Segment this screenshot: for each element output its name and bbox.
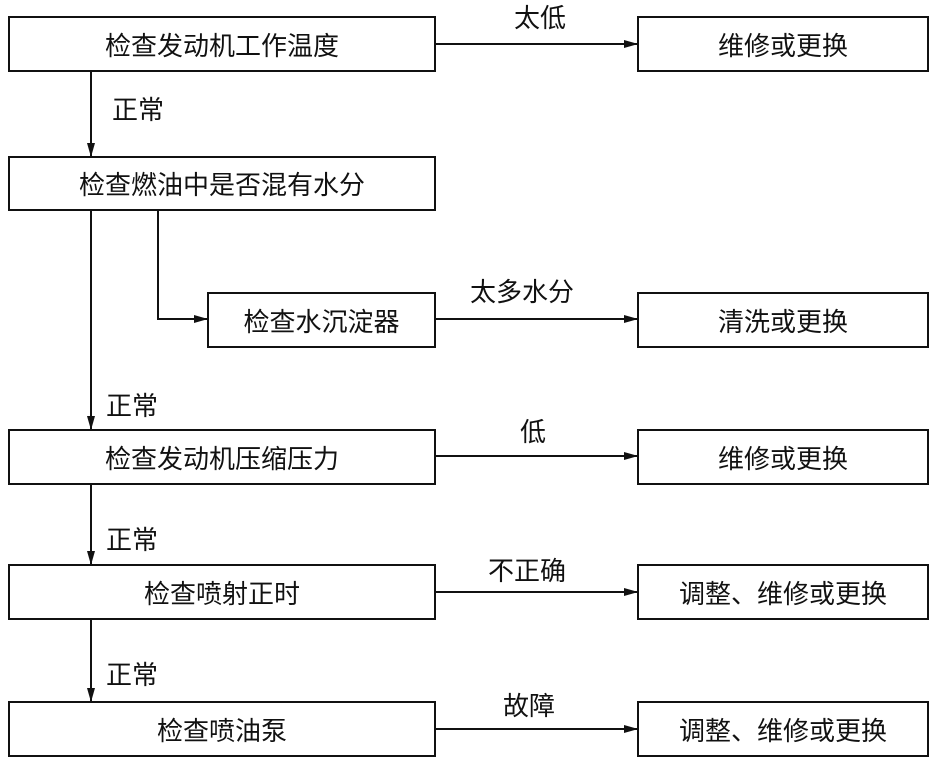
action-repair-replace-2: 维修或更换 [637, 429, 929, 485]
action-repair-replace-1: 维修或更换 [637, 16, 929, 72]
step-engine-temperature: 检查发动机工作温度 [8, 16, 436, 72]
step-compression-pressure: 检查发动机压缩压力 [8, 429, 436, 485]
step-label: 检查喷油泵 [156, 716, 287, 747]
action-label: 清洗或更换 [717, 307, 848, 338]
step-label: 检查发动机工作温度 [104, 31, 339, 62]
action-adjust-repair-replace-1: 调整、维修或更换 [637, 564, 929, 620]
step-injection-timing: 检查喷射正时 [8, 564, 436, 620]
step-fuel-water: 检查燃油中是否混有水分 [8, 156, 436, 211]
step-injection-pump: 检查喷油泵 [8, 701, 436, 757]
action-clean-replace: 清洗或更换 [637, 292, 929, 348]
action-label: 维修或更换 [717, 31, 848, 62]
step-label: 检查喷射正时 [143, 579, 300, 610]
edge-label-incorrect: 不正确 [488, 557, 567, 587]
step-water-separator: 检查水沉淀器 [207, 292, 436, 348]
edge-label-normal-2: 正常 [106, 392, 159, 422]
action-label: 维修或更换 [717, 444, 848, 475]
arrow-s2-to-s2b [157, 211, 208, 323]
edge-label-fault: 故障 [503, 692, 556, 722]
edge-label-low: 低 [520, 418, 547, 448]
step-label: 检查燃油中是否混有水分 [78, 171, 365, 201]
edge-label-too-much-water: 太多水分 [470, 278, 575, 308]
step-label: 检查水沉淀器 [243, 307, 400, 338]
edge-label-too-low: 太低 [514, 4, 567, 34]
action-adjust-repair-replace-2: 调整、维修或更换 [637, 701, 929, 757]
step-label: 检查发动机压缩压力 [104, 444, 339, 475]
edge-label-normal-3: 正常 [106, 526, 159, 556]
edge-label-normal-4: 正常 [106, 661, 159, 691]
edge-label-normal-1: 正常 [112, 96, 165, 126]
action-label: 调整、维修或更换 [678, 716, 887, 747]
action-label: 调整、维修或更换 [678, 579, 887, 610]
